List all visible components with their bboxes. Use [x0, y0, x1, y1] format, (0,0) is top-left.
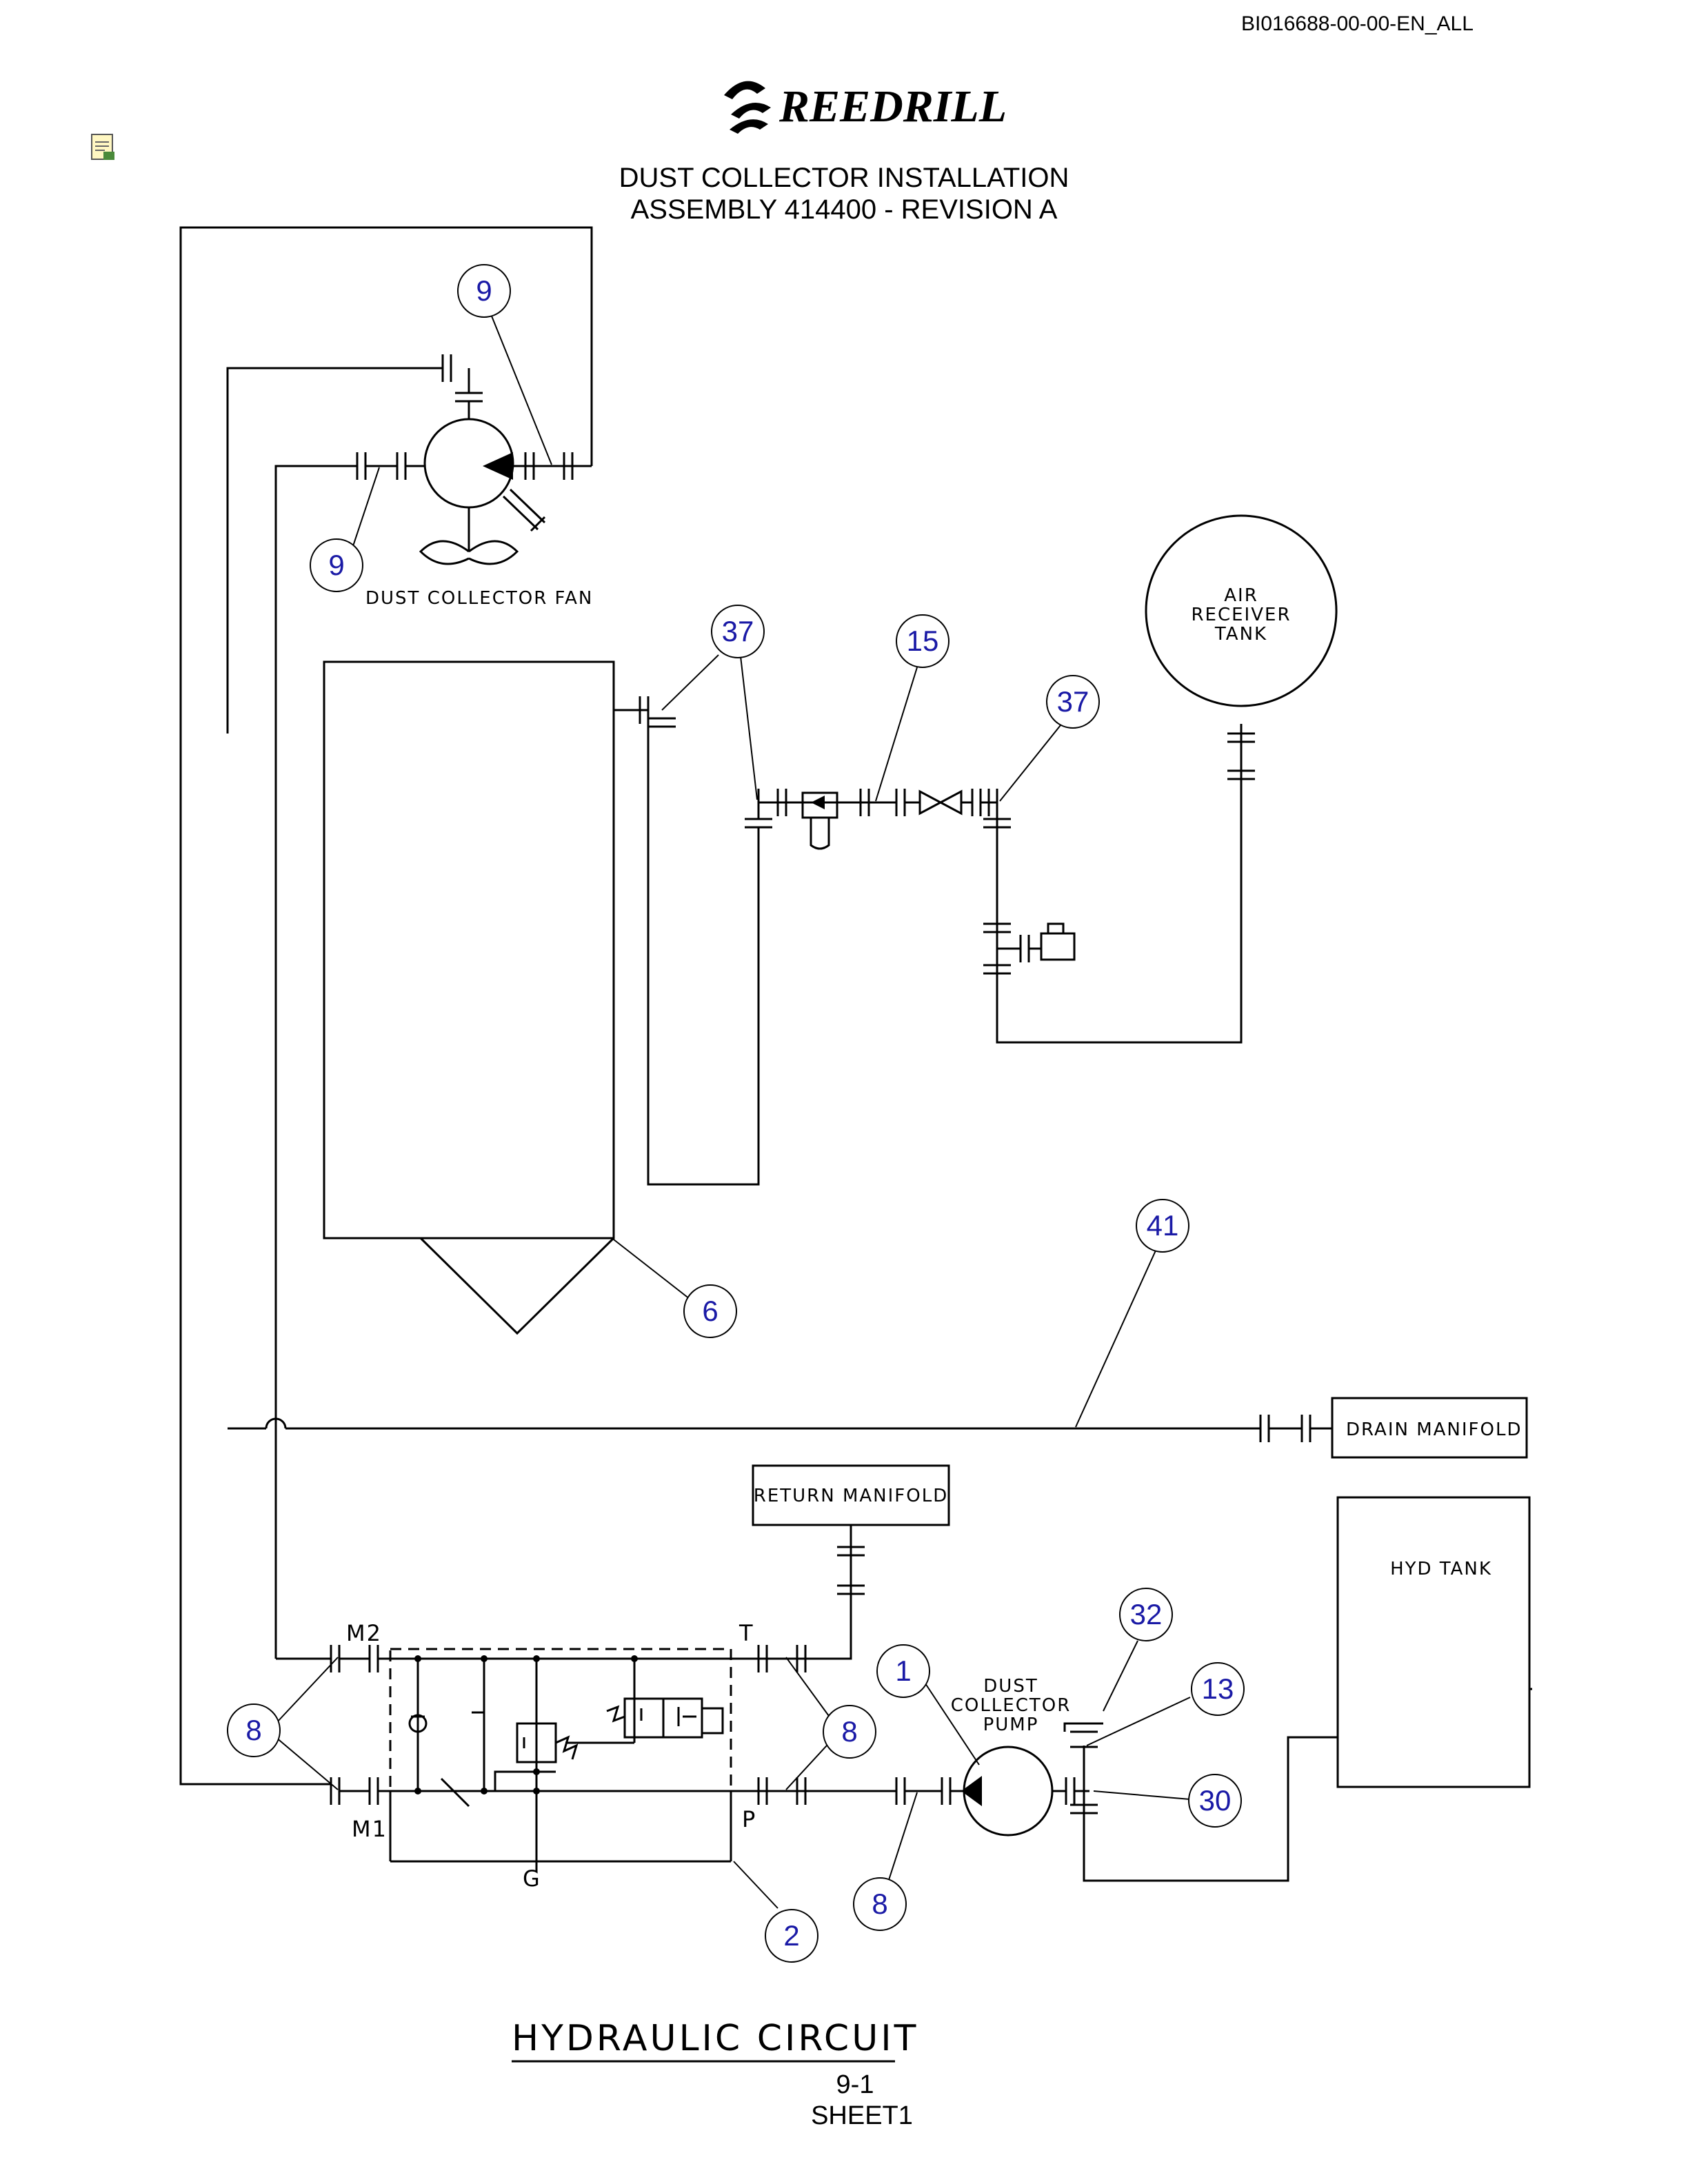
callout-8-left: 8: [245, 1714, 261, 1746]
port-label-p: P: [742, 1806, 756, 1832]
pump-arrow: [961, 1776, 982, 1806]
air-tank-label-2: RECEIVER: [1191, 605, 1291, 625]
callout-9-left: 9: [328, 549, 344, 581]
fan-label: DUST COLLECTOR FAN: [365, 588, 593, 609]
document-id: BI016688-00-00-EN_ALL: [1241, 12, 1474, 35]
sheet-label: SHEET1: [811, 2101, 913, 2130]
air-tank-label-1: AIR: [1224, 585, 1258, 606]
callout-6: 6: [702, 1295, 718, 1327]
pump-label-2: COLLECTOR: [951, 1695, 1072, 1716]
port-label-m1: M1: [352, 1816, 388, 1842]
callout-15: 15: [907, 625, 939, 657]
callout-13: 13: [1202, 1672, 1234, 1705]
port-label-g: G: [523, 1866, 541, 1892]
return-manifold-label: RETURN MANIFOLD: [754, 1486, 948, 1506]
brand-logo: REEDRILL: [717, 74, 1034, 140]
fan-motor-arrow: [483, 452, 513, 480]
drain-manifold-label: DRAIN MANIFOLD: [1346, 1419, 1522, 1440]
callout-8-bottom: 8: [872, 1888, 887, 1920]
callout-1: 1: [895, 1655, 911, 1687]
brand-name: REEDRILL: [778, 81, 1007, 132]
title-line-2: ASSEMBLY 414400 - REVISION A: [630, 194, 1058, 225]
diagram-caption: HYDRAULIC CIRCUIT: [512, 2018, 918, 2059]
port-label-t: T: [738, 1620, 754, 1646]
pump-label-1: DUST: [983, 1676, 1038, 1697]
callout-8-right: 8: [841, 1715, 857, 1748]
air-tank-label-3: TANK: [1214, 624, 1267, 645]
filter-arrow: [811, 796, 825, 809]
hyd-tank-label: HYD TANK: [1390, 1559, 1492, 1579]
reedrill-logo-icon: REEDRILL: [724, 81, 1007, 134]
page-number: 9-1: [836, 2070, 874, 2099]
port-label-m2: M2: [346, 1620, 382, 1646]
callout-32: 32: [1130, 1598, 1163, 1630]
callout-37-left: 37: [722, 615, 754, 647]
callout-37-right: 37: [1057, 685, 1089, 718]
callout-9-top: 9: [476, 274, 492, 307]
callout-30: 30: [1199, 1784, 1232, 1817]
callout-2: 2: [783, 1919, 799, 1952]
pump-label-3: PUMP: [983, 1715, 1039, 1735]
callout-41: 41: [1147, 1209, 1179, 1242]
document-note-icon[interactable]: [90, 132, 117, 166]
title-line-1: DUST COLLECTOR INSTALLATION: [619, 163, 1069, 193]
